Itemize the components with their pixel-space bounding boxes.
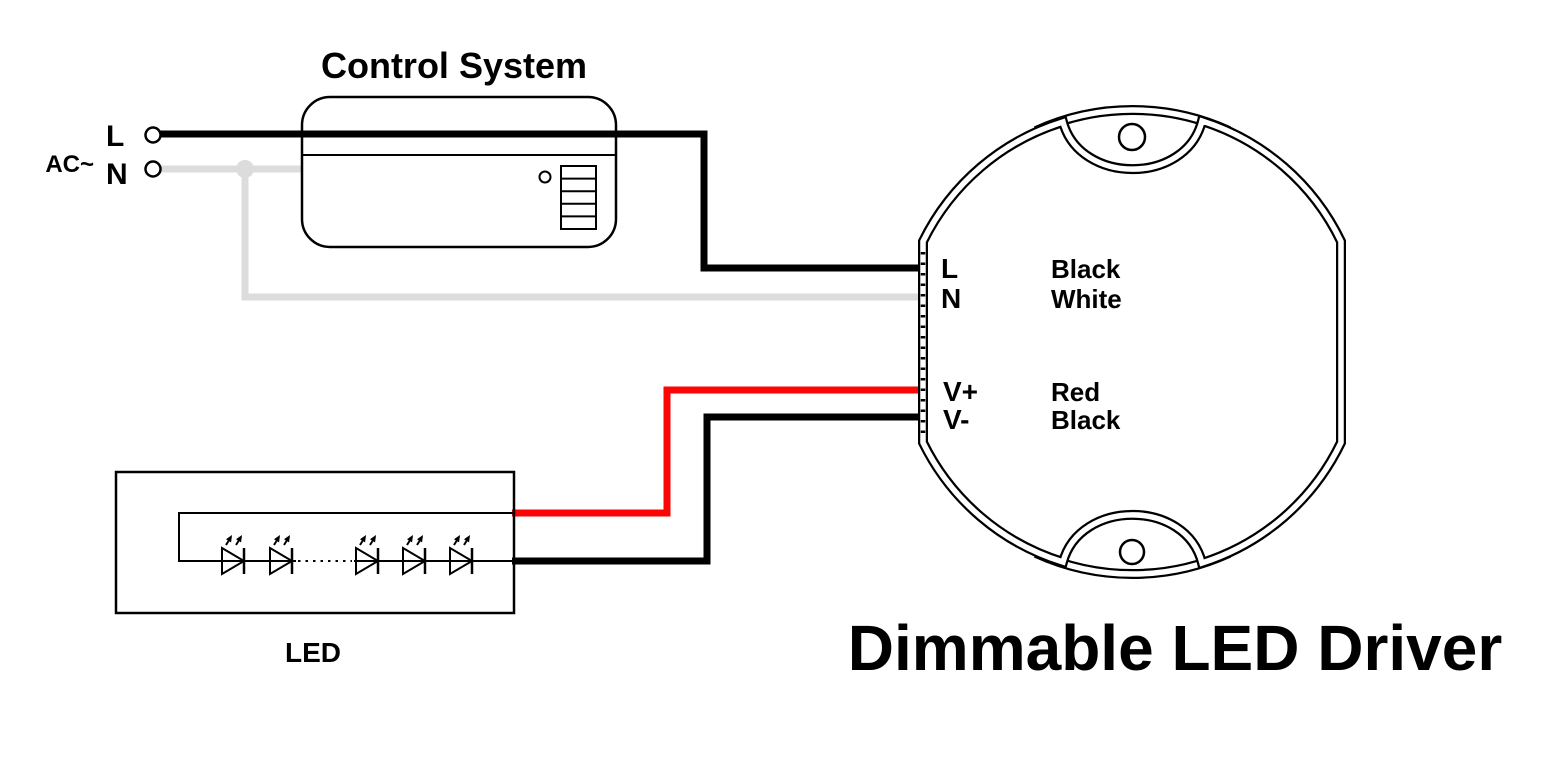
driver-wire-label-black2: Black — [1051, 405, 1121, 435]
driver-pin-l: L — [941, 253, 958, 284]
led-symbol-1 — [220, 533, 246, 576]
led-symbol-4 — [401, 533, 427, 576]
ac-live-label: L — [106, 120, 124, 153]
driver-pin-n: N — [941, 283, 961, 314]
driver-outline-inner — [920, 117, 1344, 567]
control-system-title: Control System — [321, 45, 587, 86]
led-driver-body — [918, 104, 1346, 580]
led-symbol-2 — [268, 533, 294, 576]
driver-top-mounting-hole — [1117, 122, 1147, 152]
control-system-indicator-dot — [538, 170, 552, 184]
led-string-wire-left — [178, 512, 514, 562]
driver-bottom-mounting-hole — [1118, 538, 1146, 566]
driver-pin-vminus: V- — [943, 404, 969, 435]
wire-live-black — [160, 130, 921, 272]
neutral-junction-dot — [236, 160, 254, 178]
led-symbol-5 — [448, 533, 474, 576]
driver-wire-label-black: Black — [1051, 254, 1121, 284]
ac-live-terminal-circle — [144, 126, 162, 144]
wire-neutral-white-to-driver — [241, 169, 921, 301]
control-system-box — [300, 95, 618, 249]
driver-wire-label-white: White — [1051, 284, 1122, 314]
ac-neutral-terminal-circle — [144, 160, 162, 178]
wire-vminus-black — [512, 413, 921, 565]
ac-neutral-label: N — [106, 158, 128, 191]
control-system-outline — [300, 95, 618, 249]
wire-vplus-red — [512, 386, 921, 517]
driver-caption: Dimmable LED Driver — [848, 612, 1502, 684]
led-module-label: LED — [285, 637, 341, 668]
led-symbol-3 — [354, 533, 380, 576]
ac-label: AC~ — [45, 151, 94, 178]
driver-outline — [918, 114, 1346, 570]
driver-pin-vplus: V+ — [943, 376, 978, 407]
led-module-box — [114, 470, 516, 615]
led-module-outline — [114, 470, 516, 615]
control-system-terminal-block — [560, 165, 597, 230]
driver-wire-label-red: Red — [1051, 377, 1100, 407]
